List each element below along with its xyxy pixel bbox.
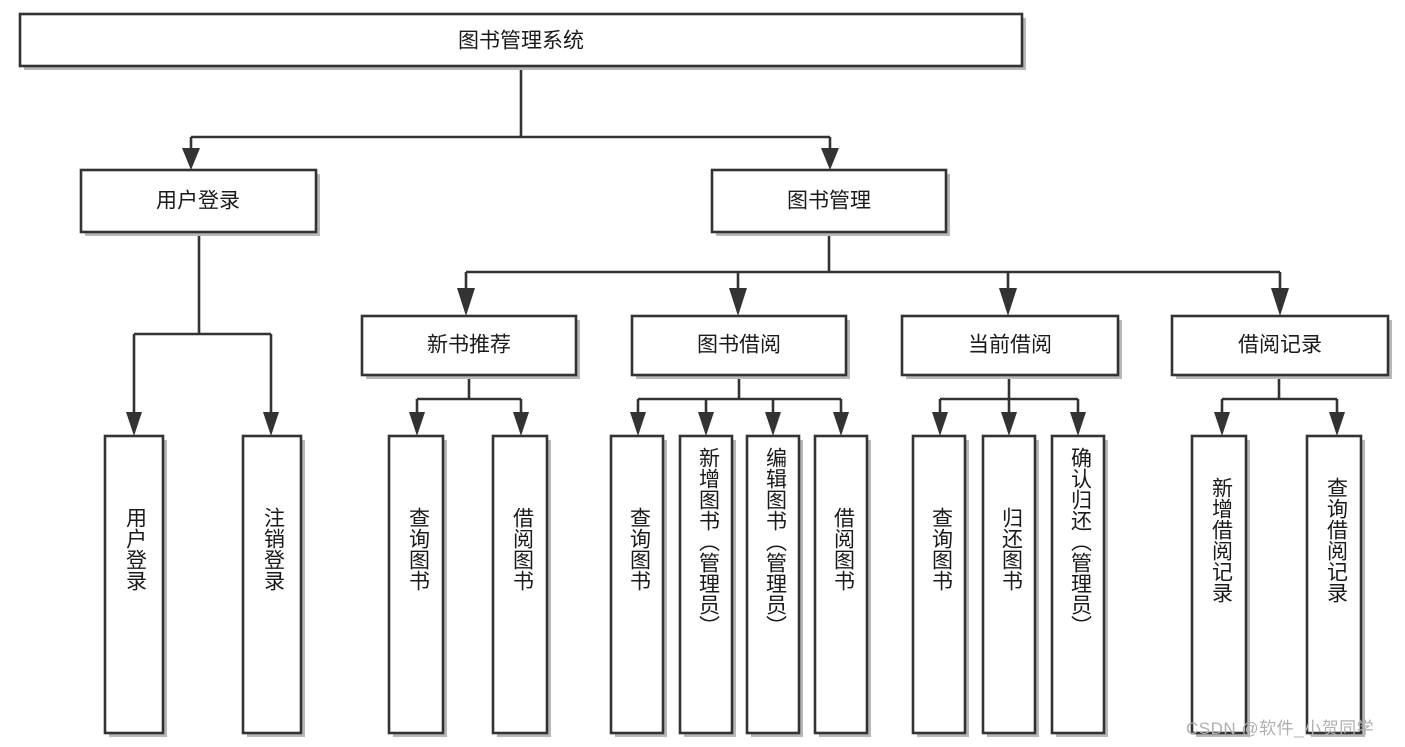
node-leaf-query-record-label: 查询借阅记录 [1324, 477, 1348, 603]
node-leaf-return-book[interactable]: 归还图书 [981, 434, 1039, 737]
arrow-icon-confirm-return [1070, 412, 1086, 436]
arrow-icon-return-book [1001, 412, 1017, 436]
node-new-book-recommend-label: 新书推荐 [427, 334, 511, 357]
node-leaf-borrow-book-1[interactable]: 借阅图书 [491, 434, 551, 737]
arrow-icon-borrow-book-2 [833, 412, 849, 436]
node-leaf-query-book-2-label: 查询图书 [627, 507, 651, 591]
arrow-icon-add-record [1214, 412, 1230, 436]
node-leaf-add-book[interactable]: 新增图书（管理员） [678, 434, 736, 737]
arrow-icon-borrow-book-1 [513, 412, 529, 436]
arrow-icon-book-management [821, 148, 839, 170]
node-leaf-query-book-3-box[interactable] [911, 434, 967, 735]
node-leaf-add-book-box[interactable] [678, 434, 734, 735]
node-book-borrow-box[interactable] [630, 314, 848, 377]
node-leaf-query-book-1-box[interactable] [387, 434, 445, 735]
arrow-icon-leaf-logout [263, 412, 279, 436]
csdn-watermark: CSDN @软件_小贺同学 [1186, 719, 1375, 738]
node-book-borrow[interactable]: 图书借阅 [630, 314, 850, 379]
node-leaf-user-login[interactable]: 用户登录 [103, 434, 167, 737]
node-leaf-confirm-return-label: 确认归还（管理员） [1068, 447, 1092, 636]
node-leaf-add-record-box[interactable] [1190, 434, 1248, 735]
node-leaf-edit-book-label: 编辑图书（管理员） [763, 447, 787, 636]
node-book-borrow-label: 图书借阅 [697, 334, 781, 357]
node-current-borrow-label: 当前借阅 [968, 334, 1052, 357]
node-leaf-user-login-box[interactable] [103, 434, 165, 735]
node-root[interactable]: 图书管理系统 [18, 12, 1026, 70]
node-leaf-query-book-2-box[interactable] [609, 434, 665, 735]
node-leaf-borrow-book-1-label: 借阅图书 [510, 507, 534, 591]
node-leaf-add-book-label: 新增图书（管理员） [696, 447, 720, 636]
node-book-management-box[interactable] [710, 168, 948, 234]
node-leaf-add-record[interactable]: 新增借阅记录 [1190, 434, 1250, 737]
node-leaf-borrow-book-1-box[interactable] [491, 434, 549, 735]
node-leaf-borrow-book-2[interactable]: 借阅图书 [813, 434, 871, 737]
node-leaf-query-book-1-label: 查询图书 [406, 507, 430, 591]
arrow-icon-add-book [698, 412, 714, 436]
node-book-management[interactable]: 图书管理 [710, 168, 950, 236]
node-leaf-return-book-box[interactable] [981, 434, 1037, 735]
node-leaf-return-book-label: 归还图书 [999, 507, 1023, 591]
node-leaf-query-record-box[interactable] [1305, 434, 1363, 735]
node-root-box[interactable] [18, 12, 1024, 68]
arrow-icon-query-book-1 [409, 412, 425, 436]
node-borrow-record-box[interactable] [1170, 314, 1390, 377]
connector-layer [132, 66, 1339, 412]
node-borrow-record[interactable]: 借阅记录 [1170, 314, 1392, 379]
node-borrow-record-label: 借阅记录 [1238, 334, 1322, 357]
node-root-label: 图书管理系统 [458, 30, 584, 53]
arrowhead-layer [126, 148, 1345, 436]
node-leaf-edit-book[interactable]: 编辑图书（管理员） [745, 434, 803, 737]
node-user-login-label: 用户登录 [156, 190, 240, 213]
arrow-icon-book-borrow [729, 288, 747, 316]
arrow-icon-user-login [182, 148, 200, 170]
node-leaf-borrow-book-2-label: 借阅图书 [831, 507, 855, 591]
node-new-book-recommend-box[interactable] [360, 314, 578, 377]
node-user-login-box[interactable] [79, 168, 318, 234]
node-leaf-logout-login-label: 注销登录 [261, 507, 285, 591]
node-leaf-logout-login-box[interactable] [241, 434, 303, 735]
arrow-icon-query-book-3 [932, 412, 948, 436]
node-leaf-query-book-3[interactable]: 查询图书 [911, 434, 969, 737]
node-book-management-label: 图书管理 [787, 190, 871, 213]
arrow-icon-new-book-recommend [457, 288, 475, 316]
node-user-login[interactable]: 用户登录 [79, 168, 320, 236]
arrow-icon-current-borrow [999, 288, 1017, 316]
node-leaf-borrow-book-2-box[interactable] [813, 434, 869, 735]
node-leaf-user-login-label: 用户登录 [123, 507, 147, 591]
arrow-icon-query-book-2 [630, 412, 646, 436]
node-new-book-recommend[interactable]: 新书推荐 [360, 314, 580, 379]
node-leaf-query-record[interactable]: 查询借阅记录 [1305, 434, 1365, 737]
arrow-icon-leaf-user-login [126, 412, 142, 436]
node-leaf-query-book-2[interactable]: 查询图书 [609, 434, 667, 737]
node-leaf-confirm-return-box[interactable] [1050, 434, 1106, 735]
arrow-icon-query-record [1329, 412, 1345, 436]
node-leaf-edit-book-box[interactable] [745, 434, 801, 735]
node-leaf-confirm-return[interactable]: 确认归还（管理员） [1050, 434, 1108, 737]
node-leaf-add-record-label: 新增借阅记录 [1209, 477, 1233, 603]
arrow-icon-edit-book [765, 412, 781, 436]
arrow-icon-borrow-record [1271, 288, 1289, 316]
node-leaf-logout-login[interactable]: 注销登录 [241, 434, 305, 737]
node-leaf-query-book-1[interactable]: 查询图书 [387, 434, 447, 737]
node-current-borrow[interactable]: 当前借阅 [900, 314, 1122, 379]
node-leaf-query-book-3-label: 查询图书 [929, 507, 953, 591]
node-current-borrow-box[interactable] [900, 314, 1120, 377]
